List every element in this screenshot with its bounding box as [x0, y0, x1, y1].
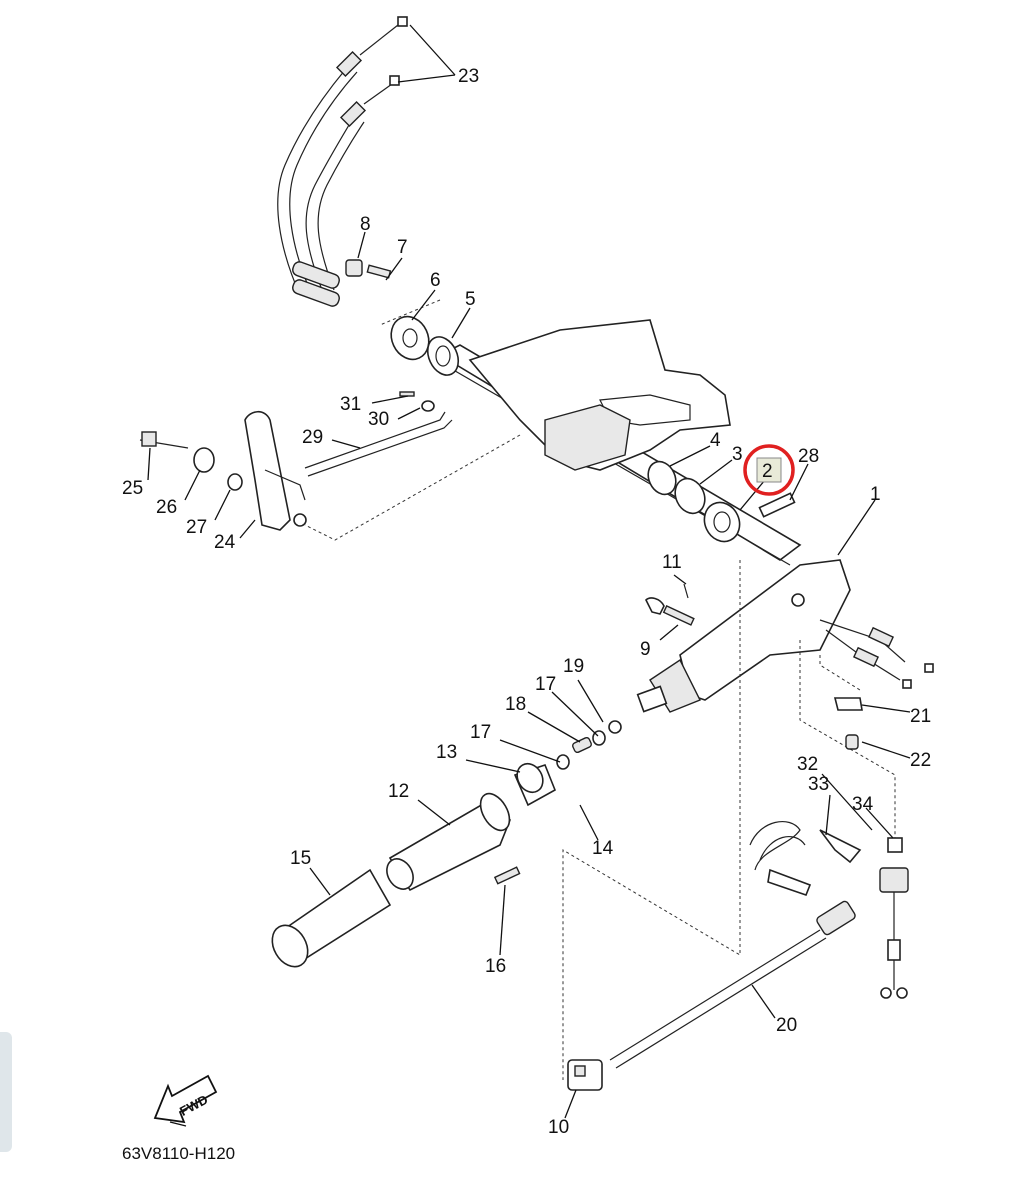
part-label-16: 16	[485, 956, 506, 977]
part-label-17-lower: 17	[470, 722, 491, 743]
washers-and-bushings	[390, 315, 796, 543]
part-label-28: 28	[798, 446, 819, 467]
steering-shaft	[438, 319, 802, 566]
part-label-26: 26	[156, 497, 177, 518]
part-labels: 1 3 4 5 6 7 8 9 10 11 12 13 14 15 16 17 …	[122, 66, 931, 1138]
part-label-34: 34	[852, 794, 874, 815]
drawing-code: 63V8110-H120	[122, 1144, 235, 1163]
part-label-19: 19	[563, 656, 584, 677]
cable-assembly-top	[277, 16, 408, 307]
leader-lines	[147, 24, 911, 1119]
part-label-24: 24	[214, 532, 236, 553]
stop-switch-assembly	[749, 821, 909, 999]
part-label-3: 3	[732, 444, 743, 465]
part-label-11: 11	[662, 552, 682, 573]
part-label-13: 13	[436, 742, 457, 763]
part-label-1: 1	[870, 484, 881, 505]
friction-screw	[645, 583, 695, 626]
part-label-32: 32	[797, 754, 818, 775]
control-cable-and-switch	[567, 900, 856, 1091]
part-label-6: 6	[430, 270, 441, 291]
part-label-9: 9	[640, 639, 651, 660]
part-label-5: 5	[465, 289, 476, 310]
part-label-8: 8	[360, 214, 371, 235]
nut-and-bolt-top	[345, 259, 392, 279]
part-label-29: 29	[302, 427, 323, 448]
part-label-21: 21	[910, 706, 931, 727]
part-label-33: 33	[808, 774, 829, 795]
part-label-18: 18	[505, 694, 526, 715]
part-label-10: 10	[548, 1117, 569, 1138]
part-label-14: 14	[592, 838, 614, 859]
part-label-12: 12	[388, 781, 409, 802]
part-label-7: 7	[397, 237, 408, 258]
part-label-30: 30	[368, 409, 389, 430]
part-label-22: 22	[910, 750, 931, 771]
shift-lever	[139, 391, 453, 531]
fwd-arrow-icon: FWD	[153, 1074, 218, 1127]
steering-handle	[636, 559, 934, 713]
part-label-15: 15	[290, 848, 311, 869]
part-label-2: 2	[762, 461, 773, 482]
part-label-17-upper: 17	[535, 674, 556, 695]
part-label-4: 4	[710, 430, 721, 451]
bracket-and-bolt	[833, 697, 863, 750]
part-label-23: 23	[458, 66, 479, 87]
part-label-25: 25	[122, 478, 143, 499]
highlight-part-2[interactable]: 2	[743, 444, 795, 496]
side-scroll-tab[interactable]	[0, 1032, 12, 1152]
part-label-31: 31	[340, 394, 361, 415]
part-label-27: 27	[186, 517, 207, 538]
part-label-20: 20	[776, 1015, 797, 1036]
throttle-grip-assembly	[271, 720, 622, 968]
